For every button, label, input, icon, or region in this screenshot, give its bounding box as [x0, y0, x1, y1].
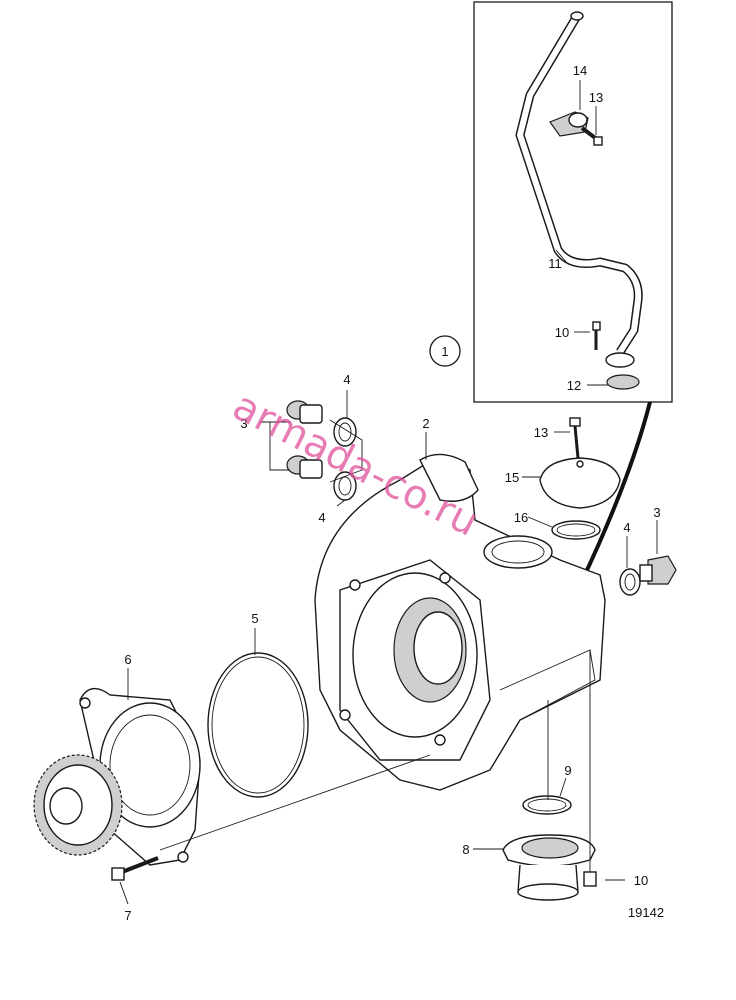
label-4: 4 [623, 520, 630, 535]
label-7: 7 [124, 908, 131, 923]
label-8: 8 [462, 842, 469, 857]
seal-ring-part [333, 417, 357, 501]
housing-part [314, 453, 606, 791]
label-11: 11 [548, 256, 562, 271]
label-13: 13 [589, 90, 603, 105]
label-10: 10 [555, 325, 569, 340]
o-ring-part [207, 652, 309, 798]
cover-plate-part [539, 417, 621, 540]
label-2: 2 [422, 416, 429, 431]
clamp-part [549, 111, 589, 137]
label-9: 9 [564, 763, 571, 778]
label-4: 4 [343, 372, 350, 387]
leader-lines [119, 80, 658, 905]
detail-callout-circle [429, 335, 461, 367]
pump-part [33, 687, 201, 866]
label-16: 16 [514, 510, 528, 525]
plug-part [286, 400, 323, 479]
bolt-part [580, 126, 603, 146]
label-12: 12 [567, 378, 581, 393]
plug-part-right [619, 555, 677, 596]
label-6: 6 [124, 652, 131, 667]
label-13: 13 [534, 425, 548, 440]
label-5: 5 [251, 611, 258, 626]
outlet-pipe-part [502, 795, 597, 901]
pump-bolt-part [111, 856, 159, 881]
inset-leader [578, 401, 652, 586]
label-15: 15 [505, 470, 519, 485]
drawing-number: 19142 [628, 905, 664, 920]
pipe-part [515, 11, 643, 355]
label-1: 1 [441, 344, 448, 359]
label-3: 3 [653, 505, 660, 520]
label-4: 4 [318, 510, 325, 525]
label-14: 14 [573, 63, 587, 78]
inset-frame [473, 1, 673, 403]
label-10: 10 [634, 873, 648, 888]
pipe-flange-part [592, 321, 640, 390]
label-3: 3 [240, 416, 247, 431]
